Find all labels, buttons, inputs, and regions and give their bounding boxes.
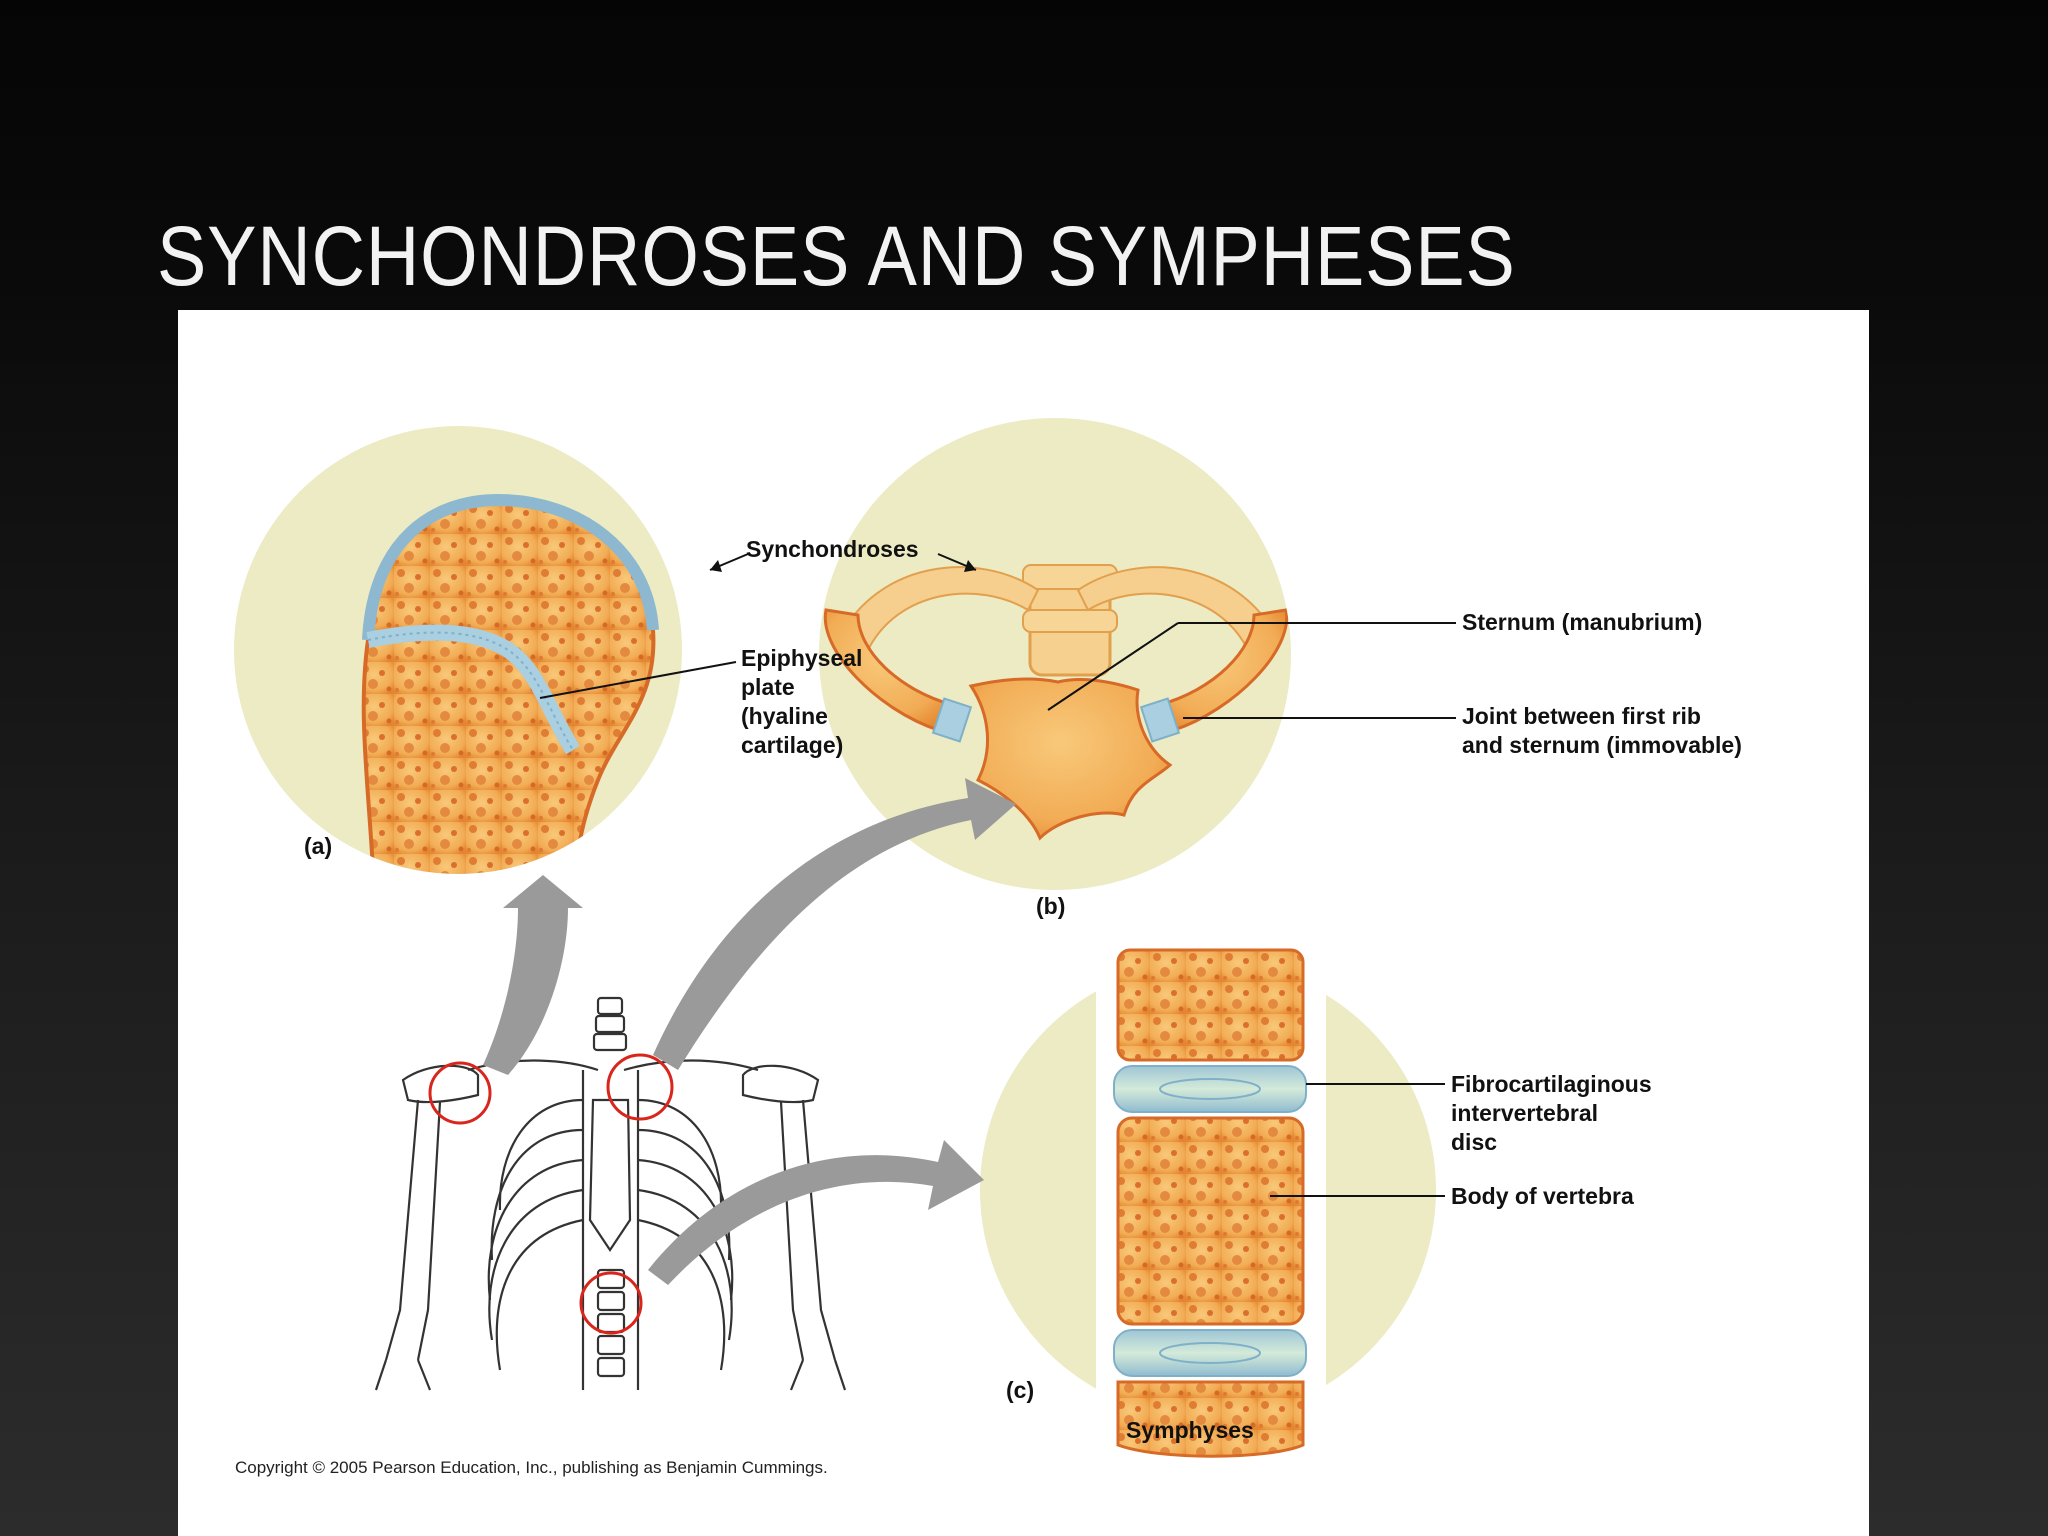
highlight-ring-vertebra (579, 1271, 643, 1335)
panel-c-vertebrae (980, 948, 1436, 1536)
vertebral-body-label: Body of vertebra (1451, 1183, 1634, 1209)
panel-b-tag: (b) (1036, 893, 1066, 919)
arrow-to-panel-a (483, 875, 583, 1075)
intervertebral-disc-line-2: intervertebral (1451, 1100, 1599, 1126)
arrow-to-panel-b (653, 778, 1016, 1070)
slide-title: SYNCHONDROSES AND SYMPHESES (157, 209, 1516, 303)
joint-illustration (234, 418, 1456, 1536)
panel-b-sternum (819, 418, 1291, 890)
symphyses-label: Symphyses (1126, 1417, 1254, 1443)
highlight-ring-humerus (428, 1061, 492, 1125)
intervertebral-disc-line-1: Fibrocartilaginous (1451, 1071, 1652, 1097)
epiphyseal-plate-line-1: Epiphyseal (741, 645, 863, 671)
first-rib-joint-line-1: Joint between first rib (1462, 703, 1701, 729)
epiphyseal-plate-line-3: (hyaline (741, 703, 828, 729)
joint-figure: Synchondroses Epiphyseal plate (hyaline … (178, 310, 1869, 1536)
intervertebral-disc-line-3: disc (1451, 1129, 1498, 1155)
highlight-ring-sternum (606, 1053, 674, 1121)
epiphyseal-plate-line-2: plate (741, 674, 795, 700)
epiphyseal-plate-line-4: cartilage) (741, 732, 844, 758)
sternum-manubrium-label: Sternum (manubrium) (1462, 609, 1703, 635)
arrow-to-panel-c (648, 1140, 984, 1285)
panel-c-tag: (c) (1006, 1377, 1035, 1403)
panel-a-tag: (a) (304, 833, 333, 859)
first-rib-joint-line-2: and sternum (immovable) (1462, 732, 1742, 758)
synchondroses-label: Synchondroses (746, 536, 919, 562)
thorax-skeleton (374, 996, 847, 1391)
leader-epiphyseal-plate (539, 661, 737, 699)
panel-a-epiphysis (234, 426, 682, 874)
copyright-notice: Copyright © 2005 Pearson Education, Inc.… (235, 1458, 828, 1477)
